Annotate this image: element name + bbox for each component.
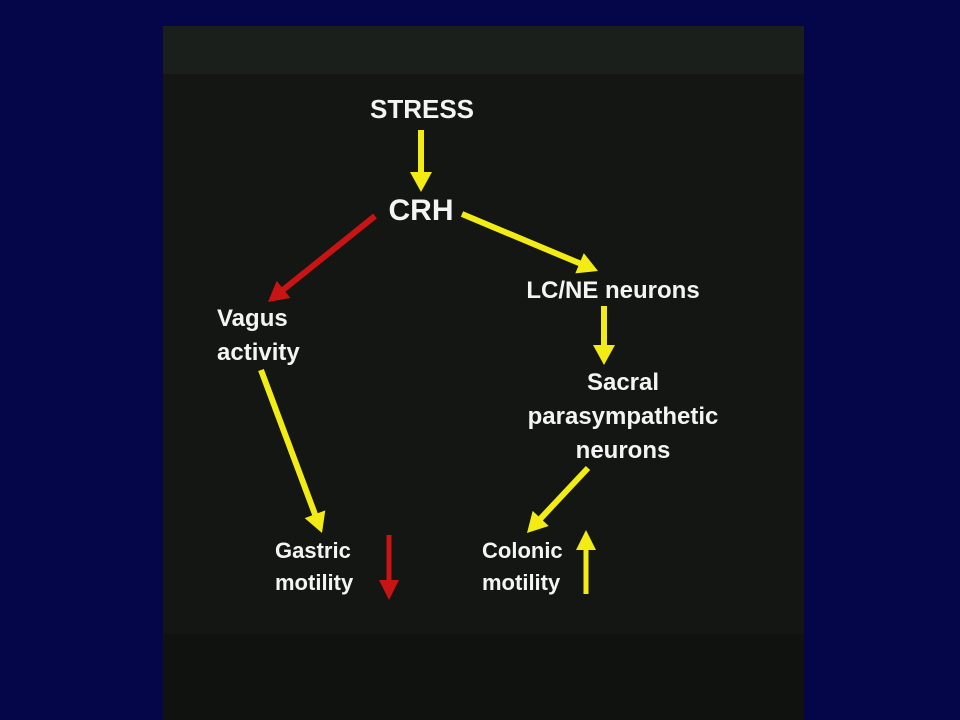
slide-frame <box>163 26 804 720</box>
arrow-stress-crh-head <box>410 172 432 192</box>
arrow-lcne-sacral <box>593 306 615 365</box>
node-crh: CRH <box>389 194 454 227</box>
node-lcne: LC/NE neurons <box>526 277 699 304</box>
node-colonic-line: motility <box>482 570 561 595</box>
arrow-crh-lcne <box>460 211 598 274</box>
arrow-lcne-sacral-head <box>593 345 615 365</box>
arrow-vagus-gastric <box>258 368 326 533</box>
arrow-crh-vagus <box>268 213 377 302</box>
node-sacral-line: parasympathetic <box>528 403 719 430</box>
arrow-vagus-gastric-shaft <box>258 368 319 517</box>
outcome-gastric-down-arrow <box>379 535 399 600</box>
outcome-arrows-layer <box>379 530 596 600</box>
arrow-crh-vagus-head <box>268 280 291 302</box>
arrow-vagus-gastric-head <box>304 510 326 533</box>
node-stress: STRESS <box>370 94 474 124</box>
node-vagus-line: activity <box>217 339 300 366</box>
node-sacral-line: neurons <box>576 437 671 464</box>
slide-top-band <box>163 26 804 74</box>
node-gastric: Gastric motility <box>275 538 354 595</box>
arrow-crh-lcne-head <box>575 253 598 274</box>
node-sacral-line: Sacral <box>587 369 659 396</box>
node-lcne-line: LC/NE neurons <box>526 277 699 304</box>
arrow-crh-vagus-shaft <box>280 213 377 293</box>
arrow-stress-crh <box>410 130 432 192</box>
edges-layer <box>258 130 615 533</box>
node-gastric-line: Gastric <box>275 538 351 563</box>
node-stress-line: STRESS <box>370 94 474 124</box>
outcome-colonic-up-arrow <box>576 530 596 594</box>
arrow-sacral-colonic <box>527 465 591 533</box>
node-vagus-line: Vagus <box>217 305 288 332</box>
node-colonic: Colonic motility <box>482 538 563 595</box>
outcome-colonic-up-arrow-head <box>576 530 596 550</box>
node-gastric-line: motility <box>275 570 354 595</box>
slide-bottom-band <box>163 634 804 720</box>
node-colonic-line: Colonic <box>482 538 563 563</box>
node-crh-line: CRH <box>389 194 454 227</box>
arrow-crh-lcne-shaft <box>460 211 582 267</box>
nodes-layer: STRESS CRH Vagus activity LC/NE neuronsSacra… <box>217 94 718 595</box>
outcome-gastric-down-arrow-head <box>379 580 399 600</box>
node-sacral: Sacral parasympathetic neurons <box>528 369 719 464</box>
node-vagus: Vagus activity <box>217 305 300 366</box>
arrow-sacral-colonic-head <box>527 510 549 533</box>
arrow-sacral-colonic-shaft <box>537 465 591 522</box>
